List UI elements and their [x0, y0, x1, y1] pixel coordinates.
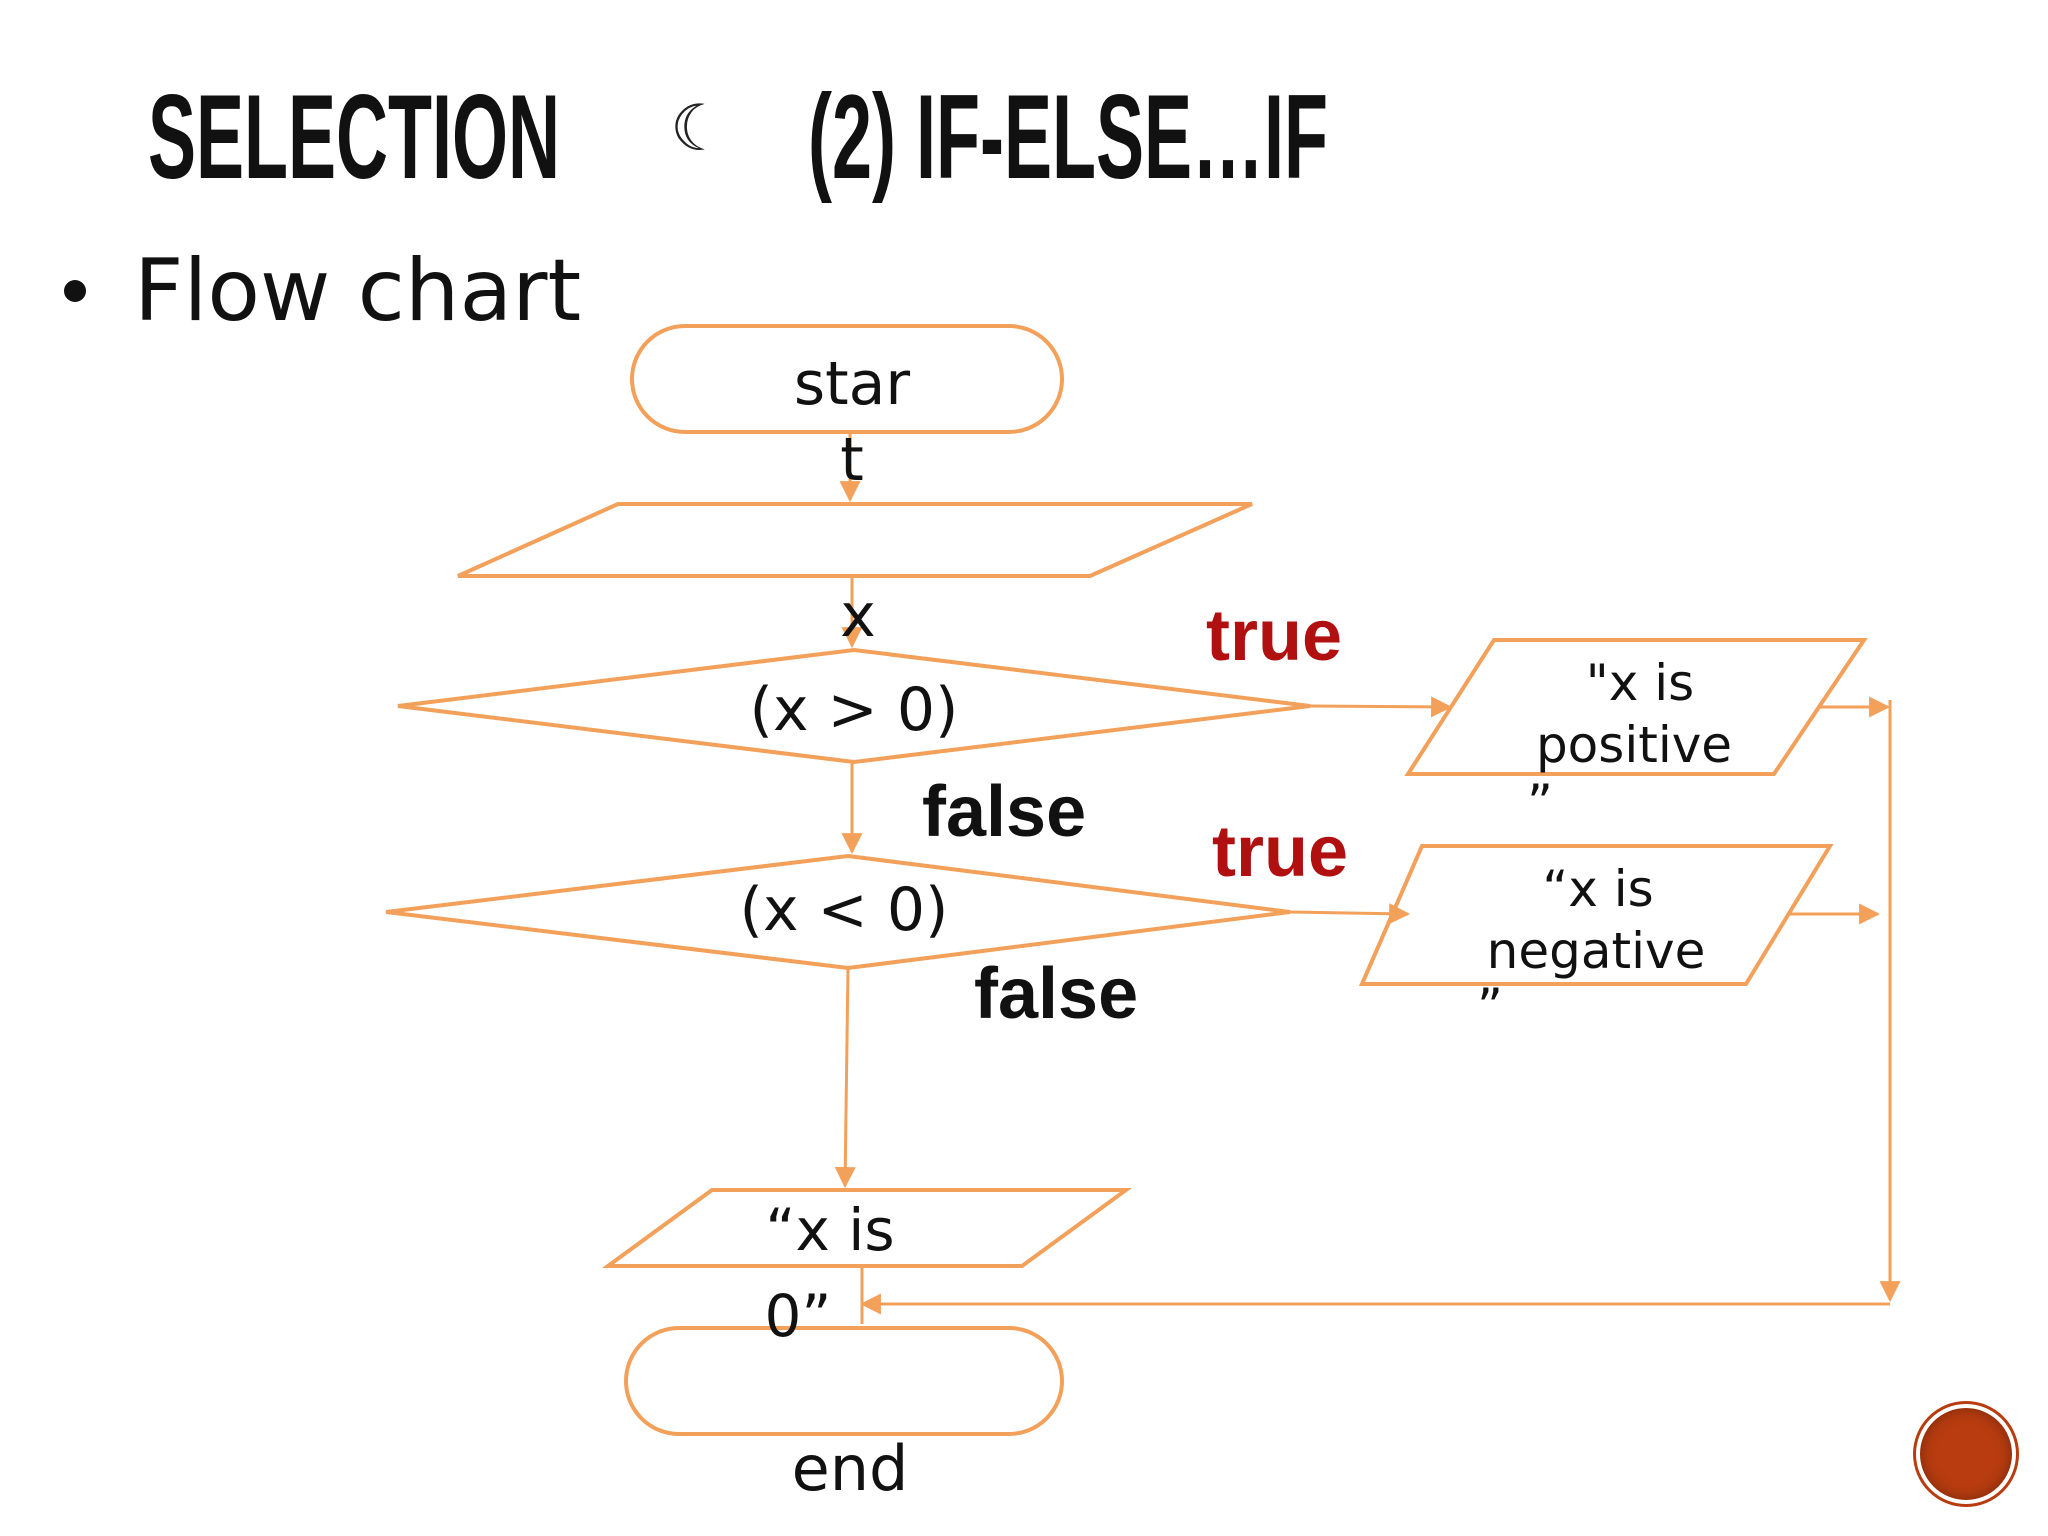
decision2-true-label: true	[1212, 812, 1348, 892]
input-variable-label: x	[840, 581, 876, 651]
slide-number-badge	[1916, 1404, 2016, 1504]
decision2-label: (x < 0)	[740, 875, 949, 945]
output-negative-line3: ”	[1477, 978, 1503, 1036]
input-parallelogram	[457, 502, 1253, 578]
output-zero-line2: 0”	[765, 1282, 832, 1350]
output-negative-line1: “x is	[1542, 860, 1653, 918]
output-zero-line1: “x is	[765, 1196, 894, 1264]
end-label: end	[792, 1432, 909, 1505]
connector-decision1-true	[1309, 696, 1453, 718]
decision2-false-label: false	[974, 954, 1138, 1034]
end-terminator	[624, 1326, 1064, 1436]
output-positive-line3: ”	[1527, 774, 1553, 832]
output-negative-line2: negative	[1487, 922, 1706, 980]
output-negative-parallelogram	[1358, 844, 1834, 986]
decision-x-gt-0	[397, 647, 1311, 765]
bullet-item: Flow chart	[64, 236, 581, 346]
bullet-dot-icon	[64, 280, 86, 302]
decision1-false-label: false	[922, 772, 1086, 852]
decision1-true-label: true	[1206, 596, 1342, 676]
output-positive-line1: "x is	[1586, 654, 1694, 712]
output-positive-line2: positive	[1536, 716, 1732, 774]
start-terminator	[630, 324, 1064, 434]
crescent-moon-icon: ☾	[670, 92, 728, 166]
title-right: (2) IF-ELSE…IF	[808, 70, 1329, 204]
connector-decision2-true	[1289, 903, 1411, 925]
output-positive-parallelogram	[1404, 638, 1868, 776]
bullet-text: Flow chart	[134, 241, 582, 341]
start-label-line2: t	[840, 425, 864, 495]
connector-decision2-false	[834, 967, 856, 1189]
start-label-line1: star	[794, 349, 911, 419]
title-left: SELECTION	[148, 70, 561, 204]
output-zero-parallelogram	[601, 1188, 1133, 1268]
decision1-label: (x > 0)	[750, 675, 959, 745]
